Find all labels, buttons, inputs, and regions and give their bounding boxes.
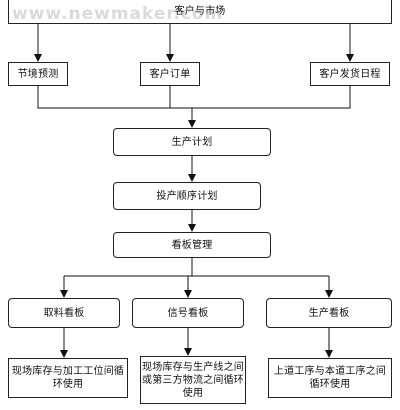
- loop-usage-a-node: 现场库存与加工工位间循环使用: [8, 358, 128, 398]
- production-plan-node: 生产计划: [113, 128, 271, 156]
- delivery-schedule-node: 客户发货日程: [310, 62, 390, 86]
- loop-usage-b-node: 现场库存与生产线之间或第三方物流之间循环使用: [140, 356, 246, 404]
- merge-line-right: [192, 86, 351, 109]
- delivery-schedule-label: 客户发货日程: [319, 68, 381, 80]
- customer-orders-node: 客户订单: [140, 62, 200, 86]
- customer-orders-label: 客户订单: [149, 68, 191, 80]
- seasonal-forecast-node: 节境预测: [8, 62, 68, 86]
- merge-line-left: [37, 86, 192, 109]
- sequence-plan-node: 投产顺序计划: [113, 182, 261, 210]
- sequence-plan-label: 投产顺序计划: [156, 190, 218, 202]
- withdrawal-kanban-node: 取料看板: [8, 298, 120, 328]
- signal-kanban-label: 信号看板: [167, 307, 209, 319]
- loop-usage-c-label: 上道工序与本道工序之间循环使用: [273, 366, 387, 390]
- production-kanban-node: 生产看板: [266, 298, 392, 328]
- loop-usage-c-node: 上道工序与本道工序之间循环使用: [268, 358, 392, 398]
- watermark: www.newmaker.com: [12, 4, 224, 24]
- loop-usage-a-label: 现场库存与加工工位间循环使用: [11, 366, 125, 390]
- seasonal-forecast-label: 节境预测: [17, 68, 59, 80]
- customer-market-label: 客户与市场: [174, 6, 226, 17]
- signal-kanban-node: 信号看板: [132, 298, 244, 328]
- kanban-management-label: 看板管理: [171, 239, 213, 251]
- production-kanban-label: 生产看板: [308, 307, 350, 319]
- customer-market-node: 客户与市场: [8, 0, 392, 24]
- kanban-management-node: 看板管理: [113, 232, 271, 258]
- withdrawal-kanban-label: 取料看板: [43, 307, 85, 319]
- production-plan-label: 生产计划: [171, 136, 213, 148]
- loop-usage-b-label: 现场库存与生产线之间或第三方物流之间循环使用: [142, 361, 244, 399]
